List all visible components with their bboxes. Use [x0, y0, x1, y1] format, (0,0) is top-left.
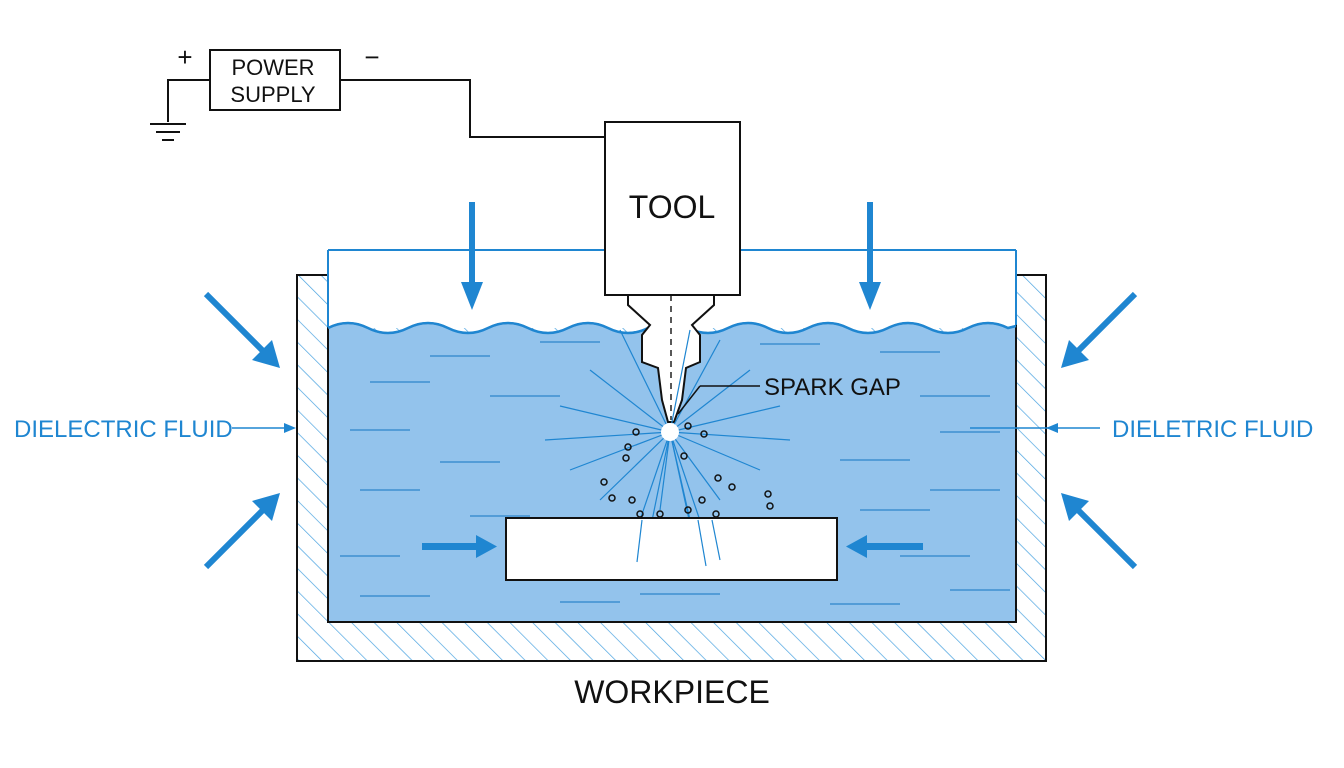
power-supply-label-line2: SUPPLY — [230, 82, 316, 107]
arrow-bottom-right — [1074, 506, 1138, 570]
fluid-ripples — [340, 341, 1010, 605]
power-supply-label-line1: POWER — [231, 55, 314, 80]
workpiece-label: WORKPIECE — [574, 674, 770, 710]
right-arrow-workpiece — [422, 535, 497, 558]
tool-wire — [340, 79, 605, 138]
tool-electrode — [627, 294, 715, 423]
arrow-bottom-left — [203, 506, 267, 570]
flow-arrows — [422, 202, 923, 558]
dielectric-fluid-label-left: DIELECTRIC FLUID — [14, 416, 233, 443]
tool-label: TOOL — [629, 189, 716, 225]
tool-body — [604, 121, 741, 296]
ground-wire — [167, 79, 210, 122]
arrow-top-left — [203, 291, 267, 355]
spark-gap-label: SPARK GAP — [764, 374, 901, 401]
arrow-top-right — [1074, 291, 1138, 355]
spark-gap-leader — [677, 385, 701, 415]
minus-sign: − — [364, 42, 379, 72]
down-arrow-right — [859, 202, 881, 310]
spark-core — [661, 423, 679, 441]
power-circuit: POWER SUPPLY + − — [150, 42, 605, 141]
dielectric-right-pointer-head — [1046, 423, 1058, 433]
ground-icon — [150, 123, 186, 141]
dielectric-fluid-label-right: DIELETRIC FLUID — [1112, 416, 1313, 443]
workpiece-block — [505, 517, 838, 581]
diagonal-arrowheads — [252, 340, 1089, 521]
dielectric-left-pointer-head — [284, 423, 296, 433]
spark — [544, 329, 791, 581]
spark-through-workpiece — [636, 519, 721, 567]
diagonal-arrows — [203, 291, 1138, 570]
plus-sign: + — [177, 42, 192, 72]
down-arrow-left — [461, 202, 483, 310]
left-arrow-workpiece — [846, 535, 923, 558]
tool: TOOL — [604, 121, 741, 423]
